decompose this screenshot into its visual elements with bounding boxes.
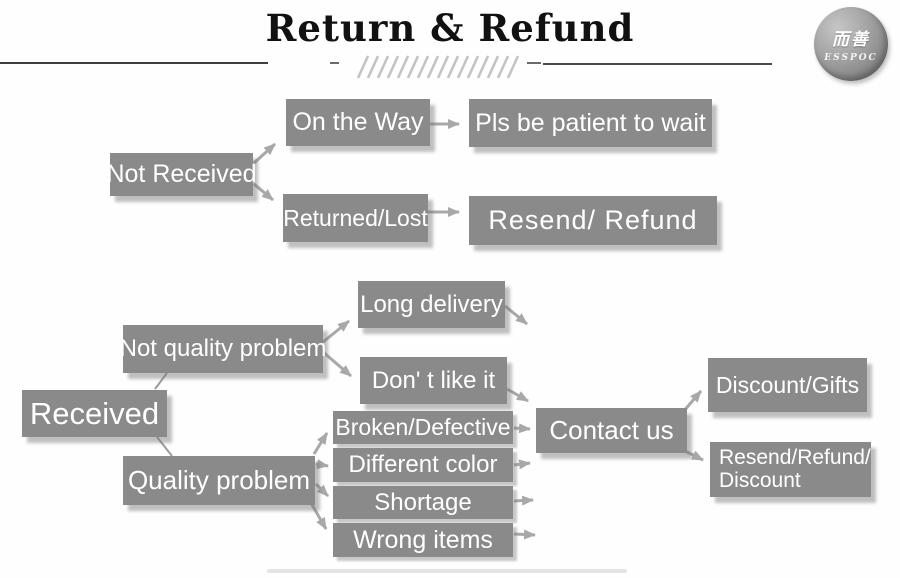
header-rule-left (0, 62, 268, 64)
esspoc-logo: 而善 ESSPOC (814, 7, 888, 81)
arrow-quality-broken (312, 432, 329, 455)
header-rule-right (543, 63, 772, 65)
logo-chinese-text: 而善 (832, 30, 870, 50)
bottom-artifact-line (267, 569, 627, 573)
arrow-wrong-contact (513, 529, 536, 540)
node-pls-be-patient: Pls be patient to wait (469, 99, 712, 147)
arrow-notquality-longdelivery (322, 319, 350, 344)
header-dash-right (527, 62, 541, 64)
node-on-the-way: On the Way (286, 99, 430, 146)
node-discount-gifts: Discount/Gifts (708, 358, 867, 412)
node-not-received: Not Received (106, 153, 257, 196)
node-rrd-line1: Resend/Refund/ (719, 445, 871, 469)
logo-brand-text: ESSPOC (824, 53, 878, 63)
node-dont-like-it: Don' t like it (360, 357, 507, 404)
node-returned-lost: Returned/Lost (283, 194, 428, 242)
connector-received-quality (156, 436, 173, 457)
page-title: Return & Refund (265, 6, 635, 50)
node-broken-defective: Broken/Defective (333, 411, 513, 444)
node-not-quality-problem: Not quality problem (120, 325, 326, 373)
arrow-notreceived-returnedlost (253, 182, 274, 202)
arrow-broken-contact (513, 423, 531, 434)
node-shortage: Shortage (333, 486, 513, 519)
arrow-notreceived-ontheway (252, 142, 277, 165)
arrow-quality-wrong (309, 502, 328, 530)
arrow-quality-shortage (314, 482, 330, 498)
arrow-longdelivery-out (504, 304, 528, 326)
node-different-color: Different color (333, 448, 513, 482)
arrow-notquality-dontlike (322, 350, 352, 378)
title-hatch-marks (356, 55, 520, 79)
node-received: Received (22, 390, 167, 437)
arrow-quality-different (315, 459, 329, 470)
arrow-dontlike-contact (506, 387, 529, 403)
node-wrong-items: Wrong items (333, 523, 513, 557)
connector-received-notquality (154, 372, 168, 390)
node-resend-refund-discount: Resend/Refund/ Discount (710, 442, 871, 497)
header-dash-left (330, 62, 339, 64)
node-long-delivery: Long delivery (358, 281, 505, 328)
arrow-shortage-contact (513, 495, 534, 506)
arrow-different-contact (513, 459, 531, 470)
node-resend-refund: Resend/ Refund (469, 196, 717, 245)
node-rrd-line2: Discount (719, 468, 801, 492)
node-quality-problem: Quality problem (123, 456, 315, 505)
node-contact-us: Contact us (536, 408, 687, 453)
